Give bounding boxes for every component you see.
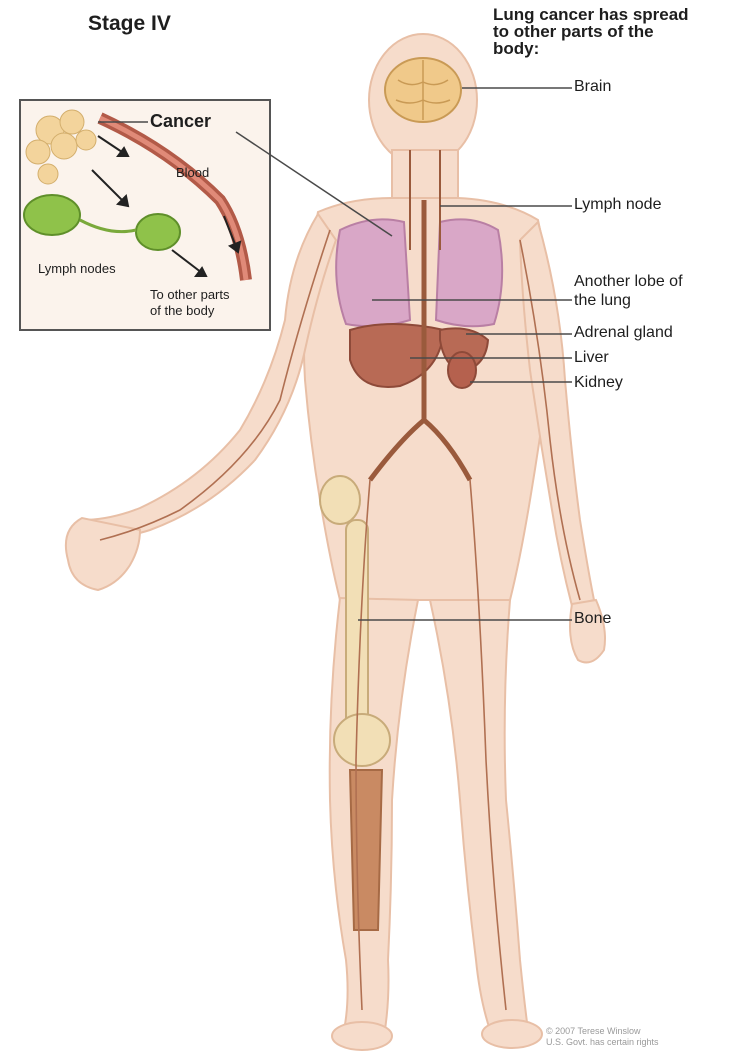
- inset-label-lymph-nodes: Lymph nodes: [38, 262, 116, 276]
- credit-line-2: U.S. Govt. has certain rights: [546, 1037, 659, 1048]
- spread-heading-line-3: body:: [493, 40, 743, 57]
- neck: [392, 150, 458, 200]
- inset-label-cancer: Cancer: [150, 112, 211, 132]
- label-adrenal-gland: Adrenal gland: [574, 324, 673, 342]
- lymph-node-2: [136, 214, 180, 250]
- left-foot: [332, 1022, 392, 1050]
- label-another-lobe-1: Another lobe of: [574, 273, 683, 291]
- spread-heading-line-2: to other parts of the: [493, 23, 743, 40]
- inset-label-blood: Blood: [176, 166, 209, 180]
- stage-title: Stage IV: [88, 12, 171, 35]
- label-brain: Brain: [574, 78, 611, 96]
- right-lung: [436, 219, 502, 326]
- right-foot: [482, 1020, 542, 1048]
- inset-box: [20, 100, 270, 330]
- label-another-lobe-2: the lung: [574, 292, 631, 310]
- label-kidney: Kidney: [574, 374, 623, 392]
- hip-joint: [320, 476, 360, 524]
- label-lymph-node: Lymph node: [574, 196, 661, 214]
- calf-muscle: [350, 770, 382, 930]
- left-hand: [66, 518, 140, 590]
- label-liver: Liver: [574, 349, 609, 367]
- lymph-node-1: [24, 195, 80, 235]
- knee: [334, 714, 390, 766]
- copyright-credit: © 2007 Terese Winslow U.S. Govt. has cer…: [546, 1026, 659, 1048]
- right-leg: [430, 600, 528, 1030]
- inset-label-other-parts-2: of the body: [150, 304, 214, 318]
- spread-heading: Lung cancer has spread to other parts of…: [493, 6, 743, 57]
- credit-line-1: © 2007 Terese Winslow: [546, 1026, 659, 1037]
- label-bone: Bone: [574, 610, 611, 628]
- inset-label-other-parts-1: To other parts: [150, 288, 230, 302]
- spread-heading-line-1: Lung cancer has spread: [493, 6, 743, 23]
- left-lung: [336, 219, 410, 326]
